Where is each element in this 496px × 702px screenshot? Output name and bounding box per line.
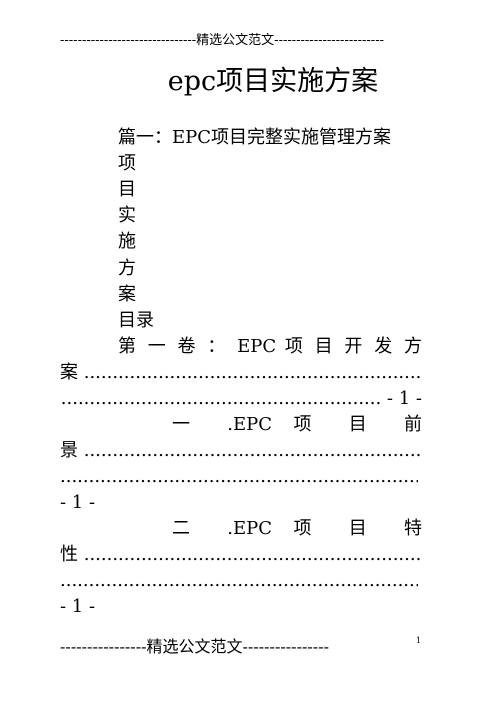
vertical-char: 案 (118, 284, 136, 305)
page-footer: ----------------精选公文范文---------------- (60, 637, 330, 656)
toc-heading: 目录 (118, 310, 154, 331)
toc-page-number: - 1 - (60, 492, 96, 513)
page-number: 1 (416, 636, 422, 645)
toc-entry-1: 一 .EPC 项 目 前 (172, 414, 422, 435)
page-header: -------------------------------精选公文范文---… (60, 33, 384, 48)
toc-leader: 景 ......................................… (60, 440, 422, 461)
toc-leader: 性 ......................................… (60, 544, 422, 565)
vertical-char: 目 (118, 179, 136, 200)
vertical-char: 施 (118, 231, 136, 252)
toc-leader: 案 ......................................… (60, 362, 422, 383)
toc-entry-volume-1: 第 一 卷 ： EPC 项 目 开 发 方 (118, 336, 422, 357)
document-title: epc项目实施方案 (167, 66, 379, 97)
toc-entry-2: 二 .EPC 项 目 特 (172, 518, 422, 539)
toc-leader: ........................................… (60, 570, 418, 591)
toc-page-number: - 1 - (60, 596, 96, 617)
vertical-char: 实 (118, 205, 136, 226)
section-heading: 篇一：EPC项目完整实施管理方案 (118, 127, 392, 148)
vertical-char: 项 (118, 153, 136, 174)
toc-leader-page: ........................................… (60, 388, 422, 409)
vertical-char: 方 (118, 258, 136, 279)
toc-leader: ........................................… (60, 466, 418, 487)
